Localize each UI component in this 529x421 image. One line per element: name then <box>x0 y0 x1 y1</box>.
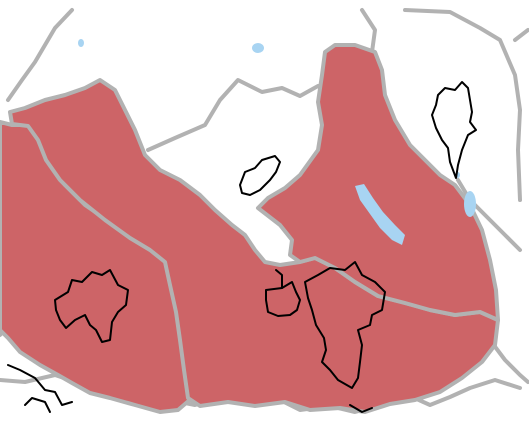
lake-east <box>464 191 476 217</box>
municipality-outlines <box>7 81 477 413</box>
boundary-line <box>6 8 74 102</box>
water-bodies <box>78 39 476 245</box>
highlighted-regions <box>0 43 500 414</box>
boundary-line <box>146 78 320 152</box>
municipality-outline-center-small <box>239 155 281 196</box>
boundary-line <box>403 8 522 202</box>
highlighted-region-central <box>8 78 500 414</box>
municipality-outline-center-large <box>304 261 386 389</box>
municipality-outline-center <box>265 281 301 317</box>
pond-north <box>252 43 264 53</box>
pond-northwest <box>78 39 84 47</box>
municipality-outline-connector <box>275 269 283 289</box>
municipality-outline-south <box>349 404 373 413</box>
municipality-outline-southwest <box>24 397 51 413</box>
municipality-outline-southwest <box>7 364 73 406</box>
boundary-line <box>513 28 529 42</box>
boundary-line <box>456 178 522 252</box>
boundary-line <box>488 338 529 384</box>
lake-main <box>355 184 405 245</box>
municipality-outline-northeast <box>431 81 477 179</box>
municipality-outline-west <box>54 269 129 343</box>
